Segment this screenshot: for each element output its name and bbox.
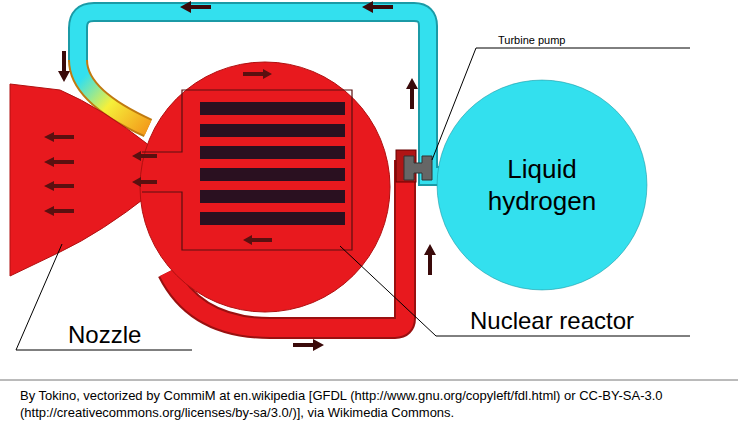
- flow-channel: [142, 90, 352, 250]
- tank-circle: Liquid hydrogen: [436, 79, 648, 291]
- circle-shape: [437, 80, 647, 290]
- text-holder: Liquid hydrogen: [473, 153, 611, 218]
- turbine-pump: [404, 156, 432, 180]
- nozzle-shape: [10, 84, 150, 276]
- reactor-core: [200, 102, 345, 225]
- separator-line: [0, 380, 738, 381]
- part-label: Nozzle: [68, 322, 141, 348]
- part-label: Turbine pump: [498, 34, 565, 46]
- circle-outline: [436, 79, 648, 291]
- flow-arrow: [58, 1, 436, 351]
- reactor-vessel: [140, 62, 390, 312]
- credit-caption: By Tokino, vectorized by CommiM at en.wi…: [20, 387, 720, 421]
- part-label: Nuclear reactor: [470, 308, 634, 334]
- flow-arrow: [44, 69, 272, 245]
- tank-label: Liquid hydrogen: [473, 153, 611, 218]
- leader-line: [16, 48, 690, 350]
